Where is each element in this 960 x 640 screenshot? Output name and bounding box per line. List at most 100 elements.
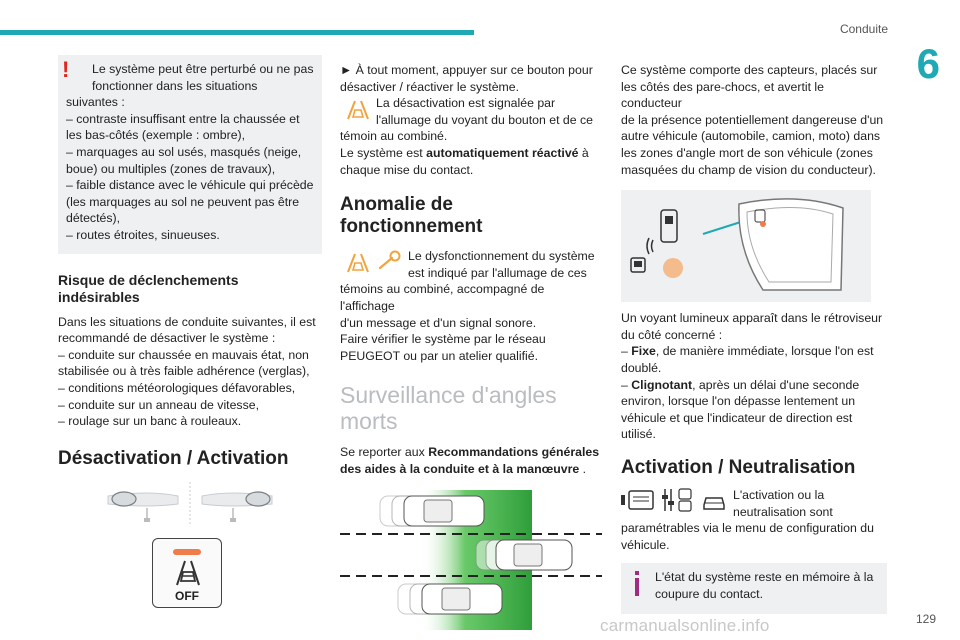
fixe-text: , de manière immédiate, lorsque l'on est: [655, 344, 874, 359]
column-1: ! Le système peut être perturbé ou ne pa…: [58, 55, 322, 608]
service-wrench-icon: [378, 250, 401, 270]
header-accent-bar: [0, 30, 474, 35]
risk-line: stabilisée ou à très faible adhérence (v…: [58, 364, 310, 379]
intro-line: Ce système comporte des capteurs, placés…: [621, 63, 878, 77]
page-number: 129: [915, 612, 936, 626]
auto-line-2: chaque mise du contact.: [340, 162, 474, 177]
clig-line: véhicule et que l'indicateur de directio…: [621, 410, 853, 425]
intro-line: les côtés des pare-chocs, et avertit le …: [621, 79, 824, 111]
clig-line: utilisé.: [621, 427, 656, 442]
dash-text: –: [621, 377, 632, 392]
mirror-indicator-illustration: [621, 190, 871, 303]
blind-spot-heading-line: morts: [340, 408, 398, 435]
info-box: L'état du système reste en mémoire à la …: [621, 563, 887, 615]
warning-line: (les marquages au sol ne peuvent pas êtr…: [66, 194, 300, 209]
off-button[interactable]: OFF: [152, 537, 222, 608]
side-mirror-icon: [738, 198, 844, 291]
blind-spot-heading-line: Surveillance d'angles: [340, 382, 557, 409]
activation-line: L'activation ou la: [733, 487, 825, 502]
anomaly-line: est indiqué par l'allumage de ces: [408, 265, 587, 280]
risk-heading-line: Risque de déclenchements: [58, 271, 239, 288]
warning-line: détectés),: [66, 211, 120, 226]
clig-line: – Clignotant, après un délai d'une secon…: [621, 377, 887, 394]
indicator-light: [173, 548, 201, 555]
info-icon: [631, 571, 643, 597]
risk-heading-line: indésirables: [58, 288, 140, 305]
middle-lane-car-icon: [475, 539, 573, 570]
car-icon: [703, 497, 725, 510]
warning-box: ! Le système peut être perturbé ou ne pa…: [58, 55, 322, 254]
warning-line: Le système peut être perturbé ou ne pas: [92, 62, 314, 76]
press-text: ► À tout moment, appuyer sur ce bouton p…: [340, 63, 593, 77]
anomaly-heading-line: fonctionnement: [340, 216, 483, 238]
left-steering-wheel-icon: [107, 491, 179, 522]
fixe-line-2: doublé.: [621, 360, 662, 375]
intro-line: les zones d'angle mort de son véhicule (…: [621, 145, 873, 160]
risk-line: Dans les situations de conduite suivante…: [58, 314, 316, 329]
right-steering-wheel-icon: [201, 491, 273, 522]
anomaly-line: Faire vérifier le système par le réseau: [340, 332, 546, 347]
warning-line: – faible distance avec le véhicule qui p…: [66, 178, 314, 193]
activation-block: L'activation ou la neutralisation sont: [621, 487, 887, 520]
anomaly-line: témoins au combiné, accompagné de l'affi…: [340, 282, 545, 313]
risk-line: – conduite sur chaussée en mauvais état,…: [58, 347, 309, 362]
warning-line: – marquages au sol usés, masqués (neige,: [66, 144, 302, 159]
blind-spot-warning-icon: [630, 209, 683, 279]
signal-line: l'allumage du voyant du bouton et de ce: [376, 112, 594, 127]
refer-line: Se reporter aux Recommandations générale…: [340, 444, 602, 461]
anomaly-block: Le dysfonctionnement du système est indi…: [340, 248, 602, 281]
warning-line: – contraste insuffisant entre la chaussé…: [66, 111, 300, 126]
exclamation-icon: !: [62, 57, 70, 82]
warning-line: boue) ou multiples (zones de travaux),: [66, 161, 276, 176]
memo-line: L'état du système reste en mémoire à la: [655, 570, 874, 585]
activation-line: véhicule.: [621, 537, 670, 552]
risk-line: – roulage sur un banc à rouleaux.: [58, 414, 242, 429]
deactivation-signal-block: La désactivation est signalée par l'allu…: [340, 95, 602, 128]
steering-wheel-illustration: [107, 481, 273, 526]
intro-line: de la présence potentiellement dangereus…: [621, 112, 884, 127]
lane-fault-icon: [347, 253, 369, 273]
auto-bold: automatiquement réactivé: [426, 145, 579, 160]
risk-heading: Risque de déclenchements indésirables: [58, 272, 322, 306]
column-2: ► À tout moment, appuyer sur ce bouton p…: [340, 62, 602, 638]
clig-text: , après un délai d'une seconde: [692, 377, 860, 392]
refer-line: des aides à la conduite et à la manœuvre…: [340, 461, 602, 478]
warning-line: suivantes :: [66, 95, 125, 110]
activation-line: neutralisation sont: [733, 504, 833, 519]
light-line: du côté concerné :: [621, 327, 723, 342]
light-line: Un voyant lumineux apparaît dans le rétr…: [621, 311, 883, 326]
memo-line: coupure du contact.: [655, 586, 764, 601]
auto-text: Le système est: [340, 145, 427, 160]
blind-spot-heading: Surveillance d'angles morts: [340, 382, 602, 434]
bottom-lane-car-icon: [397, 583, 503, 614]
refer-bold: des aides à la conduite et à la manœuvre: [340, 461, 580, 476]
refer-text: Se reporter aux: [340, 445, 429, 460]
refer-text: .: [579, 461, 587, 476]
risk-line: recommandé de désactiver le système :: [58, 331, 276, 346]
fixe-line: – Fixe, de manière immédiate, lorsque l'…: [621, 343, 887, 360]
settings-sliders-icon: [662, 488, 692, 512]
lane-warning-icon: [347, 100, 369, 120]
activation-line: paramétrables via le menu de configurati…: [621, 521, 874, 536]
clig-line: environ, lorsque l'on dépasse lentement …: [621, 394, 856, 409]
fixe-bold: Fixe: [631, 344, 656, 359]
press-text: désactiver / réactiver le système.: [340, 79, 520, 94]
blind-spot-zones-illustration: [340, 489, 602, 630]
deactivation-heading: Désactivation / Activation: [58, 447, 289, 469]
chapter-number: 6: [916, 40, 940, 87]
column-3: Ce système comporte des capteurs, placés…: [621, 62, 887, 615]
anomaly-heading: Anomalie de fonctionnement: [340, 194, 602, 238]
risk-line: – conduite sur un anneau de vitesse,: [58, 397, 259, 412]
section-title: Conduite: [839, 22, 888, 36]
anomaly-line: Le dysfonctionnement du système: [408, 249, 595, 264]
activation-heading: Activation / Neutralisation: [621, 456, 856, 478]
risk-line: – conditions météorologiques défavorable…: [58, 380, 296, 395]
signal-line: témoin au combiné.: [340, 129, 448, 144]
top-lane-car-icon: [379, 495, 485, 526]
auto-line: Le système est automatiquement réactivé …: [340, 145, 602, 162]
watermark: carmanualsonline.info: [600, 616, 770, 635]
auto-text: à: [578, 145, 589, 160]
clig-bold: Clignotant: [631, 377, 693, 392]
anomaly-line: PEUGEOT ou par un atelier qualifié.: [340, 348, 538, 363]
off-label: OFF: [175, 588, 199, 603]
